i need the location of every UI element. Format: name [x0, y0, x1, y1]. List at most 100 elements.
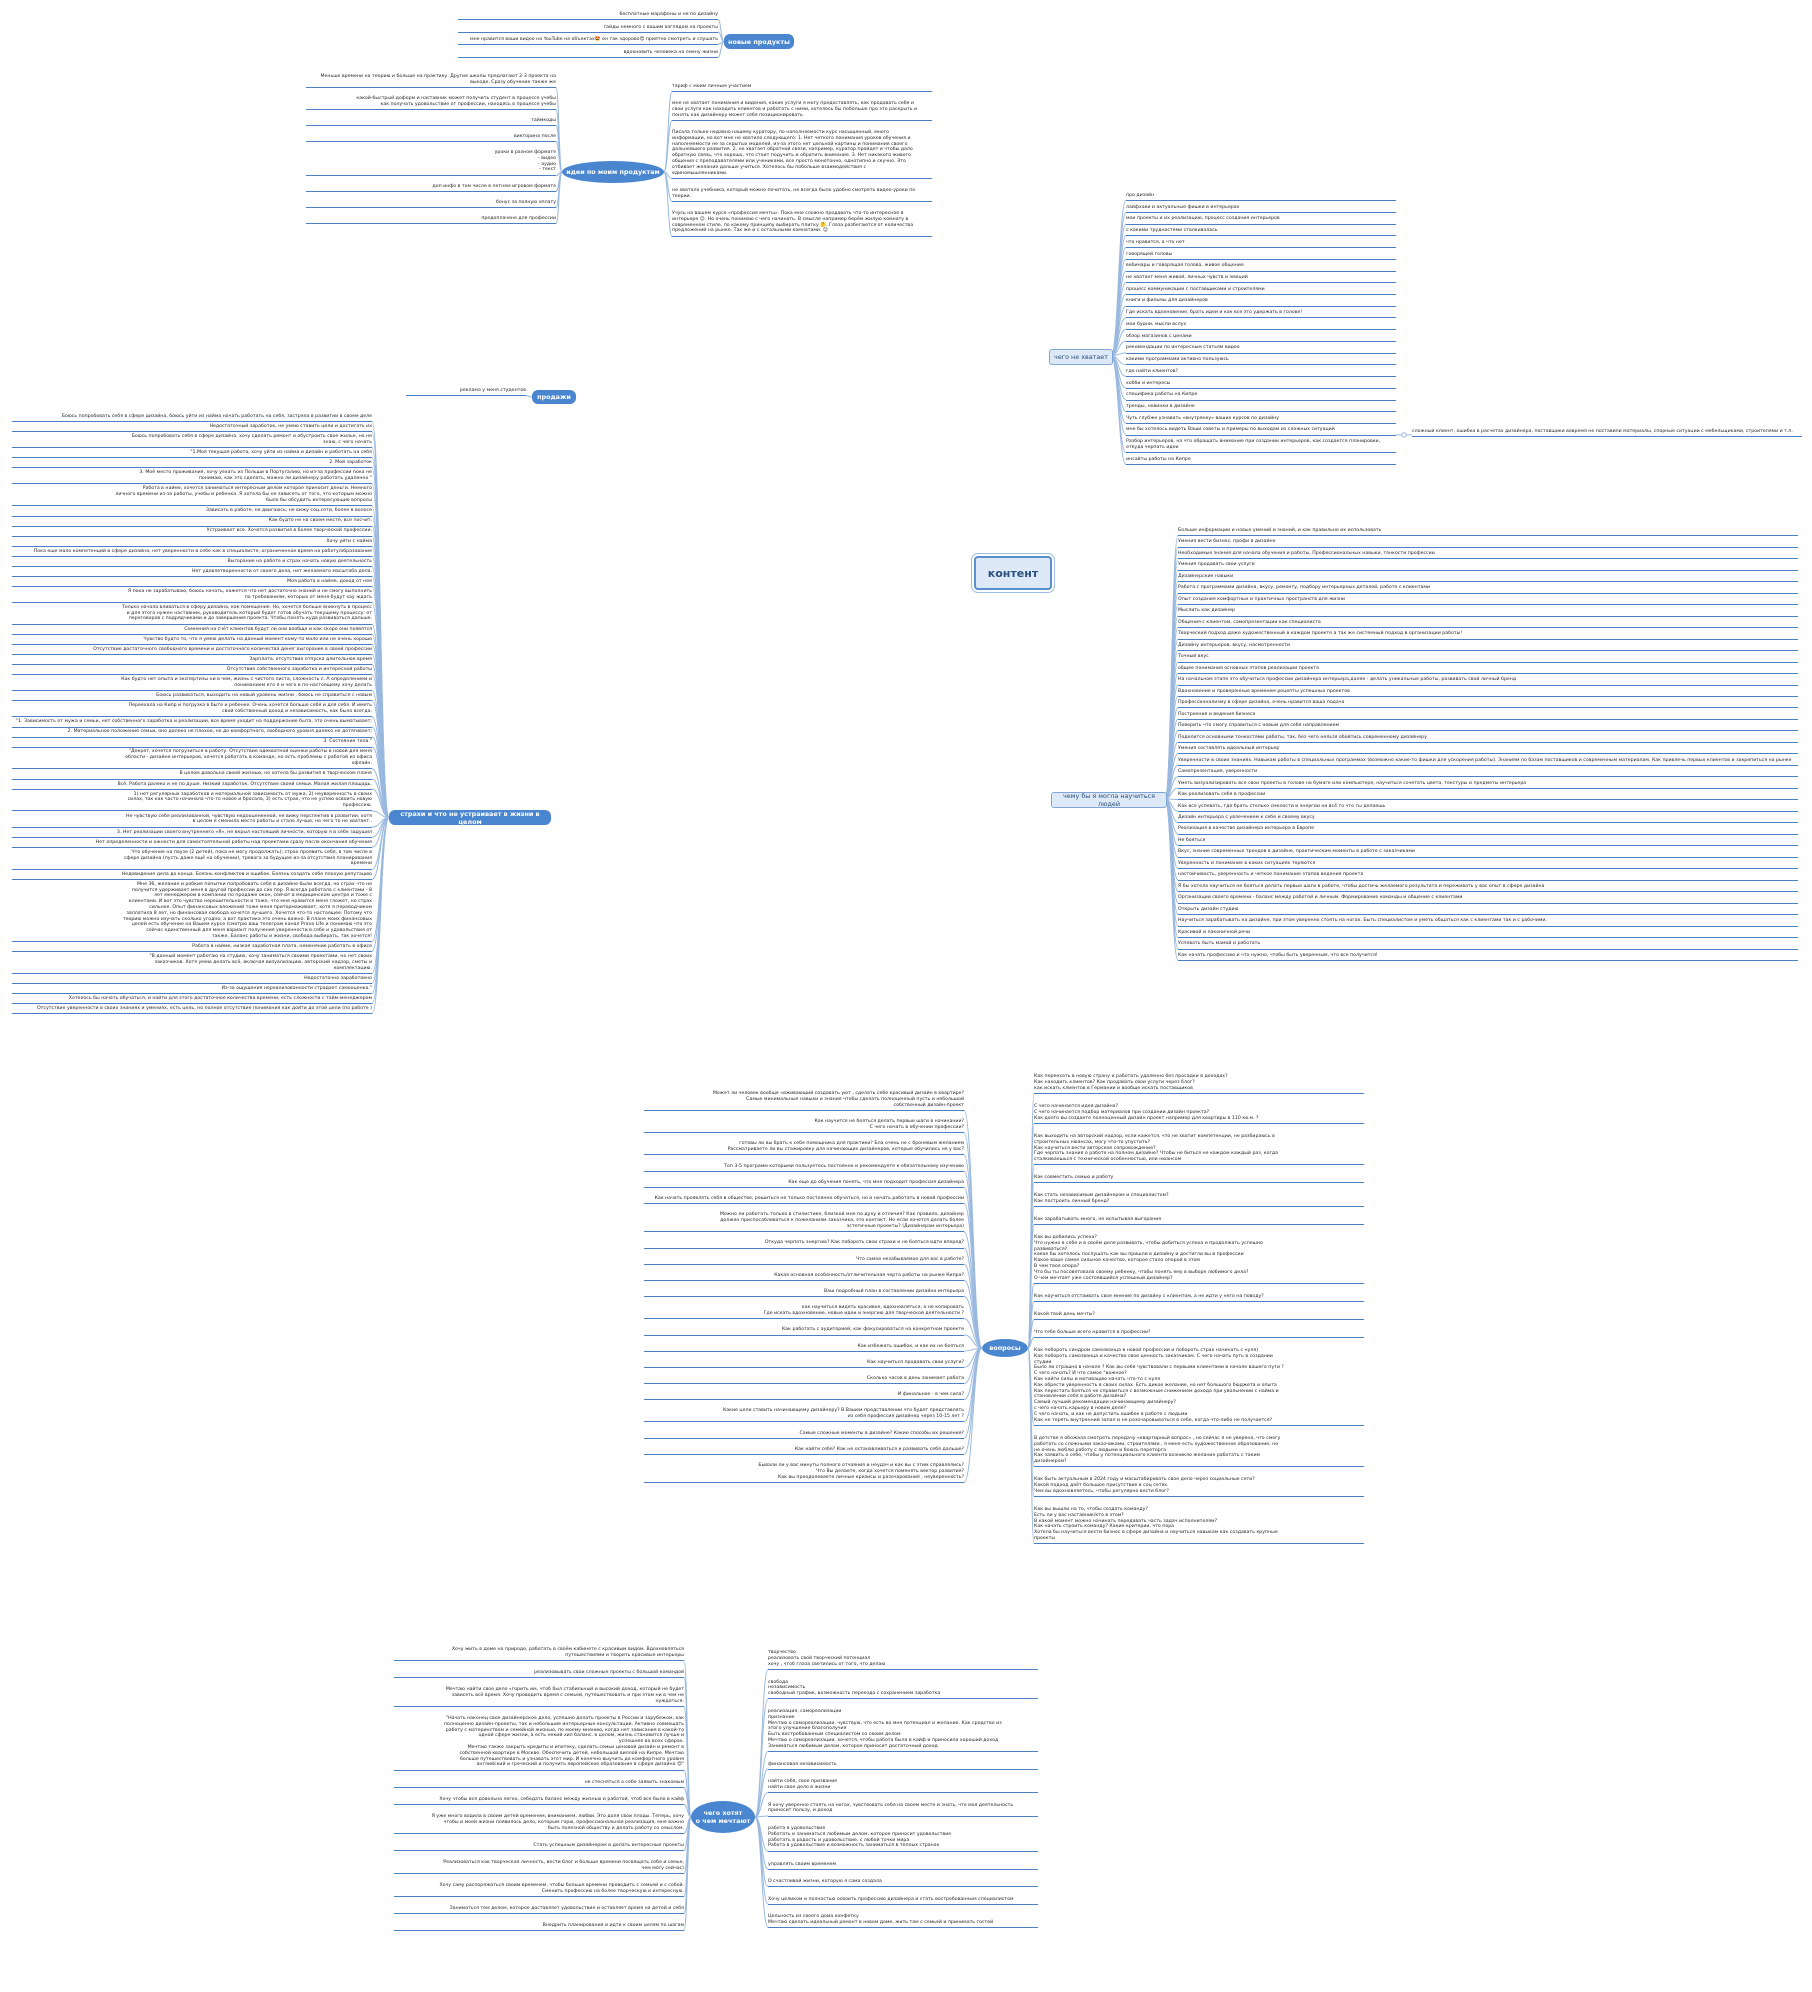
learn-leaf[interactable]: Уметь визуализировать все свои проекты в…	[1178, 781, 1798, 789]
questions-right-leaf[interactable]: Как вы вышли на то, чтобы создать команд…	[1034, 1507, 1364, 1545]
branch-fears[interactable]: страхи и что не устраивает в жизни в цел…	[389, 810, 551, 826]
wants-left-leaf[interactable]: Стать успешным дизайнером и делать интер…	[394, 1843, 684, 1852]
fears-leaf[interactable]: Выгорание на работе и страх начать новую…	[12, 559, 372, 567]
questions-right-leaf[interactable]: Как научиться отстаивать свое мнение по …	[1034, 1294, 1364, 1303]
learn-leaf[interactable]: Открыть дизайн студию	[1178, 907, 1798, 916]
learn-leaf[interactable]: Больше информации и новых умений и знани…	[1178, 528, 1798, 537]
sales-leaf[interactable]: реклама у меня студентов	[406, 388, 526, 397]
new-products-leaf[interactable]: вдохновить человека на смену жизни	[458, 50, 718, 58]
fears-leaf[interactable]: Нет удовлетворенности от своего дела, не…	[12, 569, 372, 577]
questions-right-leaf[interactable]: Как стать независимым дизайнером и специ…	[1034, 1193, 1364, 1208]
lack-leaf[interactable]: какими программами активно пользуюсь	[1126, 357, 1396, 366]
new-products-leaf[interactable]: гайды немного с вашим взглядом на проект…	[458, 25, 718, 33]
questions-left-leaf[interactable]: Как еще до обучения понять, что мне подх…	[644, 1180, 964, 1189]
fears-leaf[interactable]: Боюсь попробовать себя в сфере дизайна, …	[12, 434, 372, 449]
lack-leaf[interactable]: где найти клиентов?	[1126, 369, 1396, 378]
learn-leaf[interactable]: Вкус, знание современных трендов в дизай…	[1178, 849, 1798, 858]
wants-right-leaf[interactable]: реализация, самореализации признание Меч…	[768, 1709, 1038, 1753]
learn-leaf[interactable]: Необходимые знания для начала обучения и…	[1178, 551, 1798, 560]
lack-leaf[interactable]: что нравится, а что нет	[1126, 240, 1396, 249]
questions-left-leaf[interactable]: как научиться видеть красивое, вдохновля…	[644, 1305, 964, 1320]
questions-left-leaf[interactable]: Как избежать ошибок, и как их не бояться	[644, 1344, 964, 1352]
fears-leaf[interactable]: Я пока не зарабатываю, боюсь начать, каж…	[12, 589, 372, 603]
fears-leaf[interactable]: Только начала вливаться в сферу дизайна,…	[12, 605, 372, 625]
fears-leaf[interactable]: Отсутствие достаточного свободного време…	[12, 647, 372, 656]
lack-leaf[interactable]: мои будни, мысли вслух	[1126, 322, 1396, 331]
questions-left-leaf[interactable]: Как научится не бояться делать первые ша…	[644, 1119, 964, 1134]
learn-leaf[interactable]: Опыт создания комфортных и практичных пр…	[1178, 597, 1798, 606]
lack-leaf[interactable]: говорящей головы	[1126, 252, 1396, 260]
learn-leaf[interactable]: Уверенности в своих знаниях. Навыкам раб…	[1178, 758, 1798, 766]
learn-leaf[interactable]: Творческий подход даже художественный в …	[1178, 631, 1798, 640]
questions-right-leaf[interactable]: Как совместить семью и работу	[1034, 1175, 1364, 1184]
new-products-leaf[interactable]: мне нравится ваши видео на YouTube на об…	[458, 37, 718, 46]
fears-leaf[interactable]: Боюсь развиваться, выходить на новый уро…	[12, 693, 372, 702]
questions-left-leaf[interactable]: Может ли человек вообще «вживающий созда…	[644, 1091, 964, 1111]
lack-leaf[interactable]: Чуть глубже узнавать «внутрянку» ваших к…	[1126, 416, 1396, 424]
learn-leaf[interactable]: Самопрезентация, уверенности	[1178, 769, 1798, 778]
fears-leaf[interactable]: Что обучение на паузе (2 детей), пока не…	[12, 850, 372, 870]
lack-leaf[interactable]: вебинары и говорящая голова, живое общен…	[1126, 263, 1396, 272]
wants-left-leaf[interactable]: "Начать наконец свое дизайнерское дело, …	[394, 1716, 684, 1771]
questions-right-leaf[interactable]: Как быть актуальным в 2024 году и масшта…	[1034, 1477, 1364, 1497]
questions-left-leaf[interactable]: Откуда черпать энергию? Как побороть сво…	[644, 1240, 964, 1249]
ideas-right-leaf[interactable]: мне не хватает понимания и видения, каки…	[672, 101, 932, 121]
questions-right-leaf[interactable]: Как вы добились успеха? Что нужно в себе…	[1034, 1235, 1364, 1284]
lack-leaf[interactable]: обзор магазинов с ценами	[1126, 334, 1396, 342]
lack-leaf[interactable]: Где искать вдохновение, брать идеи и как…	[1126, 310, 1396, 319]
lack-leaf[interactable]: лайфхаки и актуальные фишки в интерьерах	[1126, 205, 1396, 214]
ideas-left-leaf[interactable]: какой-быстрый доформ и наставник может п…	[306, 96, 556, 111]
learn-leaf[interactable]: Как все успевать, где брать столько смел…	[1178, 804, 1798, 812]
branch-questions[interactable]: вопросы	[982, 1339, 1028, 1357]
fears-leaf[interactable]: Как будто не на своем месте, все посчит.	[12, 518, 372, 527]
ideas-left-leaf[interactable]: бонус за полную оплату	[306, 200, 556, 209]
fears-leaf[interactable]: 1) нет регулярных заработков и материаль…	[12, 792, 372, 812]
learn-leaf[interactable]: На начальном этапе это обучиться професс…	[1178, 677, 1798, 686]
questions-left-leaf[interactable]: Какая основная особенность/отличительная…	[644, 1273, 964, 1282]
learn-leaf[interactable]: Организации своего времени - баланс межд…	[1178, 895, 1798, 904]
fears-leaf[interactable]: 3. Моё место проживания, хочу уехать из …	[12, 470, 372, 485]
lack-leaf[interactable]: специфика работы на Кипре	[1126, 392, 1396, 401]
learn-leaf[interactable]: Успевать быть мамой и работать	[1178, 941, 1798, 950]
questions-right-leaf[interactable]: Что тебе больше всего нравится в професс…	[1034, 1330, 1364, 1339]
learn-leaf[interactable]: Дизайн интерьера с увлечением к себе и с…	[1178, 815, 1798, 824]
learn-leaf[interactable]: Я бы хотела научиться не бояться делать …	[1178, 884, 1798, 893]
ideas-right-leaf[interactable]: Учусь на вашем курсе «профессия мечты». …	[672, 211, 932, 237]
learn-leaf[interactable]: Профессионализму в сфере дизайна, очень …	[1178, 700, 1798, 709]
questions-left-leaf[interactable]: Можно ли работать только в стилистике, б…	[644, 1212, 964, 1233]
lack-leaf[interactable]: хобби и интересы	[1126, 381, 1396, 389]
branch-sales[interactable]: продажи	[532, 390, 576, 404]
fears-leaf[interactable]: Зарплата. отсутствие отпуска длительное …	[12, 657, 372, 666]
lack-leaf[interactable]: рекомендации по интересным статьям видео	[1126, 345, 1396, 354]
fears-leaf[interactable]: 3. Нет реализации своего внутреннего «Я»…	[12, 830, 372, 838]
learn-leaf[interactable]: Реализация в качестве дизайнера интерьер…	[1178, 826, 1798, 835]
questions-left-leaf[interactable]: Топ 3-5 программ которыми пользуетесь по…	[644, 1164, 964, 1172]
fears-leaf[interactable]: Чувство будто то, что я умею делать на д…	[12, 637, 372, 646]
ideas-left-leaf[interactable]: Меньше времени на теорию и больше на пра…	[306, 74, 556, 89]
questions-right-leaf[interactable]: Как зарабатывать много, не испытывая выг…	[1034, 1217, 1364, 1226]
wants-right-leaf[interactable]: найти себя, свое призвание найти свое де…	[768, 1779, 1038, 1794]
lack-subnote-leaf[interactable]: сложный клиент, ошибка в расчетах дизайн…	[1412, 429, 1802, 438]
questions-left-leaf[interactable]: Как научиться продавать свои услуги?	[644, 1360, 964, 1369]
fears-leaf[interactable]: Мне 36, желание и робкие попытки попробо…	[12, 882, 372, 943]
ideas-right-leaf[interactable]: тариф с моим личным участием	[672, 84, 932, 93]
wants-left-leaf[interactable]: Хочу саму распоряжаться своим временем, …	[394, 1883, 684, 1898]
questions-left-leaf[interactable]: Сколько часов в день занимает работа	[644, 1376, 964, 1385]
new-products-leaf[interactable]: бесплатные марафоны и не по дизайну	[458, 12, 718, 21]
learn-leaf[interactable]: Поделится основными тонкостями работы, т…	[1178, 735, 1798, 743]
fears-leaf[interactable]: "1.Моя текущая работа, хочу уйти из найм…	[12, 450, 372, 459]
lack-leaf[interactable]: книги и фильмы для дизайнеров	[1126, 298, 1396, 307]
branch-wants-dreams[interactable]: чего хотят о чем мечтают	[691, 1801, 755, 1833]
fears-leaf[interactable]: "В данный момент работаю на студию, хочу…	[12, 954, 372, 974]
questions-left-leaf[interactable]: Что самое незабываемое для вас в работе?	[644, 1257, 964, 1265]
questions-right-leaf[interactable]: Какой твой день мечты?	[1034, 1312, 1364, 1321]
questions-right-leaf[interactable]: С чего начинается идея дизайна? С чего н…	[1034, 1104, 1364, 1124]
ideas-left-leaf[interactable]: уроки в разном формате - видео - аудио -…	[306, 150, 556, 176]
learn-leaf[interactable]: настойчивость, уверенность и четкое пони…	[1178, 872, 1798, 881]
questions-right-leaf[interactable]: Как побороть синдром самозванца в новой …	[1034, 1348, 1364, 1426]
learn-leaf[interactable]: Вдохновение и проверенные временем рецеп…	[1178, 689, 1798, 698]
questions-left-leaf[interactable]: готовы ли вы брать к себе помощника для …	[644, 1141, 964, 1156]
fears-leaf[interactable]: Боюсь попробовать себя в сфере дизайна, …	[12, 414, 372, 423]
learn-leaf[interactable]: Построения и ведения бизнеса	[1178, 712, 1798, 720]
fears-leaf[interactable]: "1. Зависимость от мужа и семьи, нет соб…	[12, 719, 372, 728]
